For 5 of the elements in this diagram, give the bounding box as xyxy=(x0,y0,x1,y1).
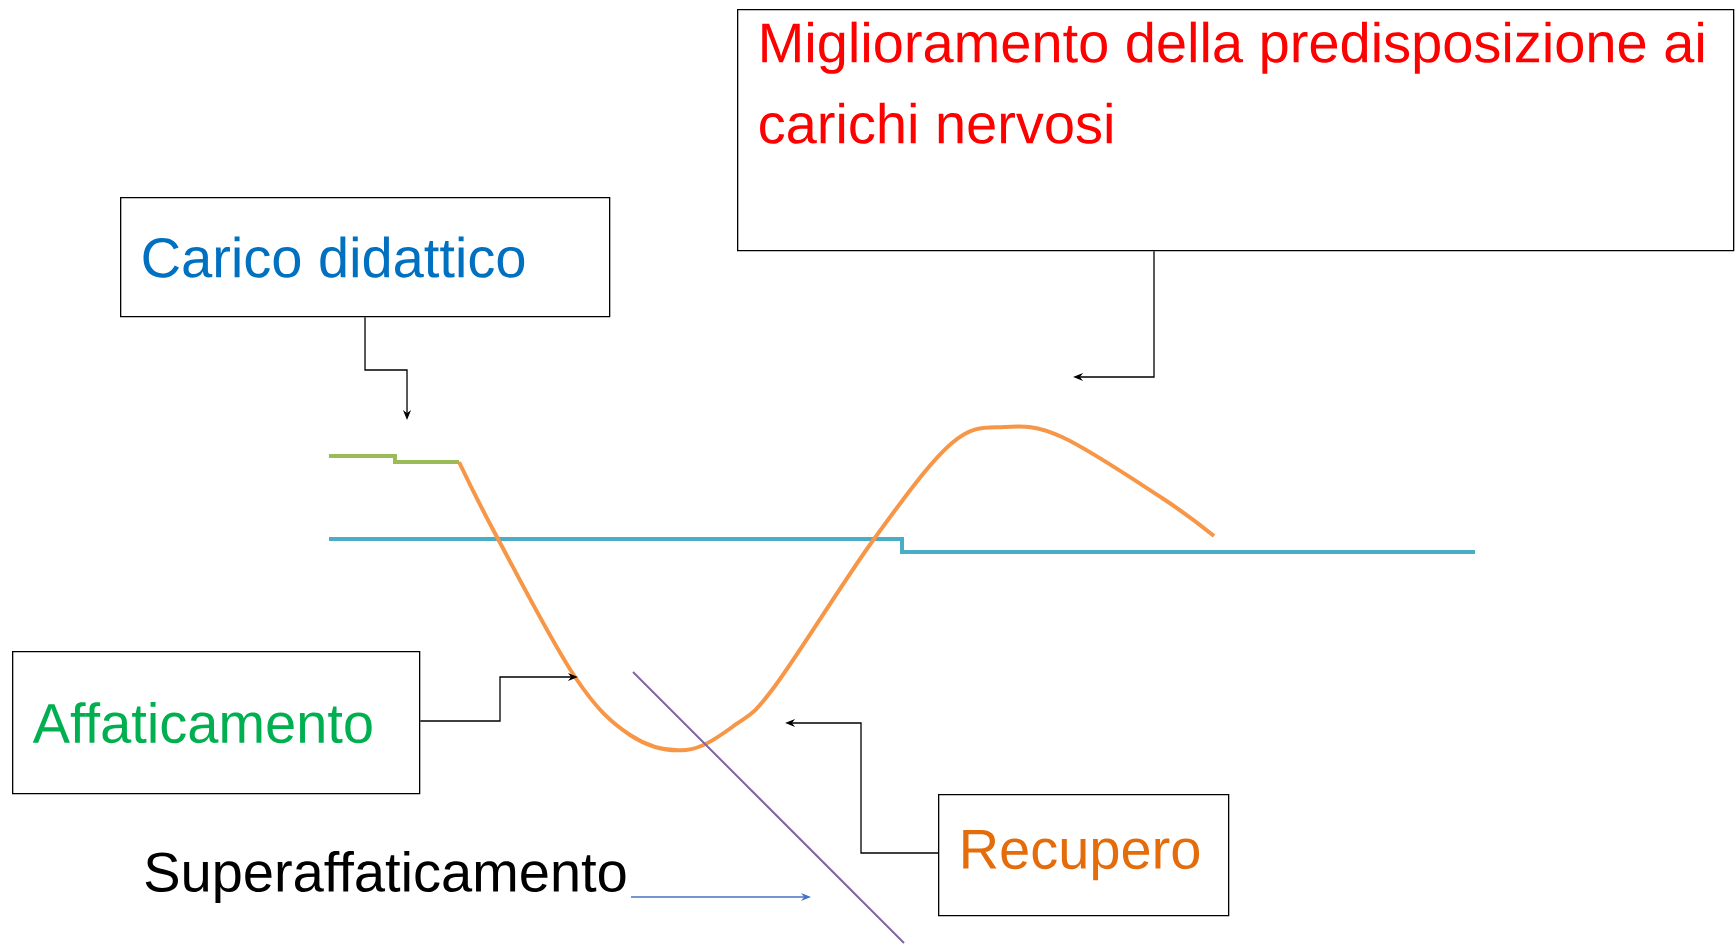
text-box: Affaticamento xyxy=(12,651,421,795)
text-box: Recupero xyxy=(938,794,1230,917)
text-label: Superaffaticamento xyxy=(145,850,626,904)
text-box: Miglioramento della predisposizione ai carichi nervosi xyxy=(737,9,1735,252)
text-box: Carico didattico xyxy=(120,197,611,318)
